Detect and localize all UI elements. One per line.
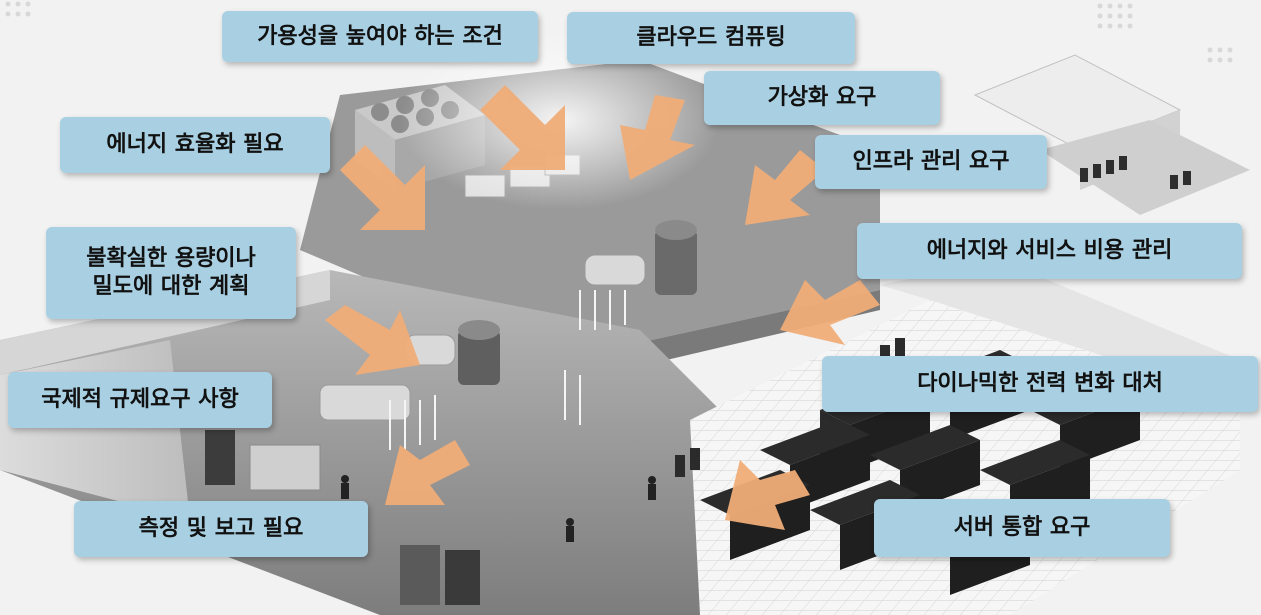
label-cloud-computing: 클라우드 컴퓨팅 (567, 12, 855, 64)
arrow-energy-service (780, 280, 880, 345)
label-energy-efficiency: 에너지 효율화 필요 (60, 117, 330, 173)
pipe-equipment (319, 254, 646, 421)
arrow-cloud (620, 95, 695, 180)
dot-pattern-right (1097, 3, 1233, 63)
label-virtualization: 가상화 요구 (704, 71, 940, 125)
arrow-measurement (385, 440, 470, 505)
label-dynamic-power: 다이나믹한 전력 변화 대처 (822, 356, 1258, 412)
label-availability: 가용성을 높여야 하는 조건 (222, 11, 538, 62)
people (341, 475, 656, 542)
arrows (325, 85, 880, 530)
arrow-availability (480, 85, 565, 170)
label-capacity-planning: 불확실한 용량이나 밀도에 대한 계획 (46, 227, 296, 319)
arrow-virtualization (745, 150, 825, 225)
arrow-server-consolidation (725, 460, 810, 530)
dot-pattern-left (5, 1, 31, 17)
water-tank-upper (655, 220, 697, 295)
label-energy-service-cost: 에너지와 서비스 비용 관리 (857, 223, 1242, 279)
remote-facility (973, 54, 1250, 215)
label-infra-management: 인프라 관리 요구 (815, 135, 1047, 189)
switchgear-cabinets (205, 430, 480, 605)
label-measurement: 측정 및 보고 필요 (74, 501, 368, 557)
pipe-lines (389, 290, 626, 450)
water-tank-lower (458, 320, 500, 385)
arrow-energy-efficiency (340, 145, 425, 230)
label-regulation: 국제적 규제요구 사항 (8, 372, 272, 428)
arrow-capacity (325, 305, 420, 375)
label-server-consolidation: 서버 통합 요구 (874, 499, 1170, 557)
